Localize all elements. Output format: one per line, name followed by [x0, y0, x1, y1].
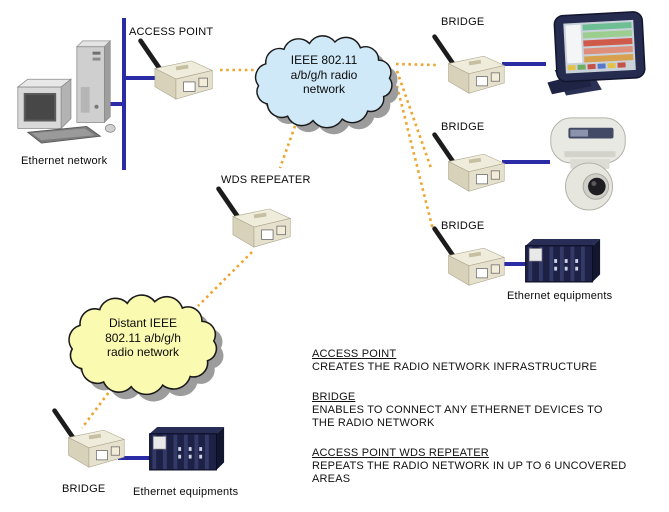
bridge3-label: BRIDGE [441, 220, 485, 232]
radio-network-cloud-label: IEEE 802.11 a/b/g/h radio network [290, 53, 358, 97]
bridge4-label: BRIDGE [62, 483, 106, 495]
legend-title: ACCESS POINT [312, 348, 397, 360]
bridge2-label: BRIDGE [441, 121, 485, 133]
radio-link-cloud-bridge1 [395, 62, 437, 67]
wds-repeater-label: WDS REPEATER [221, 174, 311, 186]
radio-link-cloud-bridge3 [392, 73, 435, 231]
legend-entry-wds-repeater: ACCESS POINT WDS REPEATER REPEATS THE RA… [312, 447, 628, 486]
access-point-device-icon [132, 36, 218, 103]
legend-desc: ENABLES TO CONNECT ANY ETHERNET DEVICES … [312, 404, 603, 429]
legend-entry-bridge: BRIDGE ENABLES TO CONNECT ANY ETHERNET D… [312, 391, 628, 430]
radio-link-wds-distant-cloud [197, 251, 253, 307]
bridge2-device-icon [426, 130, 510, 195]
radio-link-cloud-bridge2 [395, 70, 433, 169]
radio-link-distant-cloud-bridge4 [80, 387, 114, 429]
legend-desc: CREATES THE RADIO NETWORK INFRASTRUCTURE [312, 361, 598, 373]
legend: ACCESS POINT CREATES THE RADIO NETWORK I… [312, 348, 628, 503]
ethernet-equipments-right-label: Ethernet equipments [507, 290, 613, 302]
desktop-pc-icon [8, 36, 126, 148]
bridge3-device-icon [426, 224, 510, 289]
ethernet-rack-bottom-icon [140, 422, 226, 476]
radio-link-cloud-wds [278, 125, 297, 169]
distant-radio-network-cloud-label: Distant IEEE 802.11 a/b/g/h radio networ… [105, 316, 181, 360]
ethernet-rack-right-icon [516, 234, 602, 288]
ethernet-network-label: Ethernet network [21, 155, 108, 167]
legend-desc: REPEATS THE RADIO NETWORK IN UP TO 6 UNC… [312, 460, 627, 485]
pos-terminal-icon [524, 10, 649, 98]
wds-repeater-device-icon [210, 184, 296, 251]
legend-title: ACCESS POINT WDS REPEATER [312, 447, 489, 459]
access-point-label: ACCESS POINT [129, 26, 214, 38]
legend-entry-access-point: ACCESS POINT CREATES THE RADIO NETWORK I… [312, 348, 628, 374]
bridge4-device-icon [46, 406, 130, 471]
legend-title: BRIDGE [312, 391, 356, 403]
distant-radio-network-cloud: Distant IEEE 802.11 a/b/g/h radio networ… [46, 286, 240, 404]
radio-network-cloud: IEEE 802.11 a/b/g/h radio network [244, 22, 404, 142]
bridge1-label: BRIDGE [441, 16, 485, 28]
ethernet-equipments-bottom-label: Ethernet equipments [133, 486, 239, 498]
bridge1-device-icon [426, 32, 510, 97]
ip-camera-icon [534, 114, 644, 212]
